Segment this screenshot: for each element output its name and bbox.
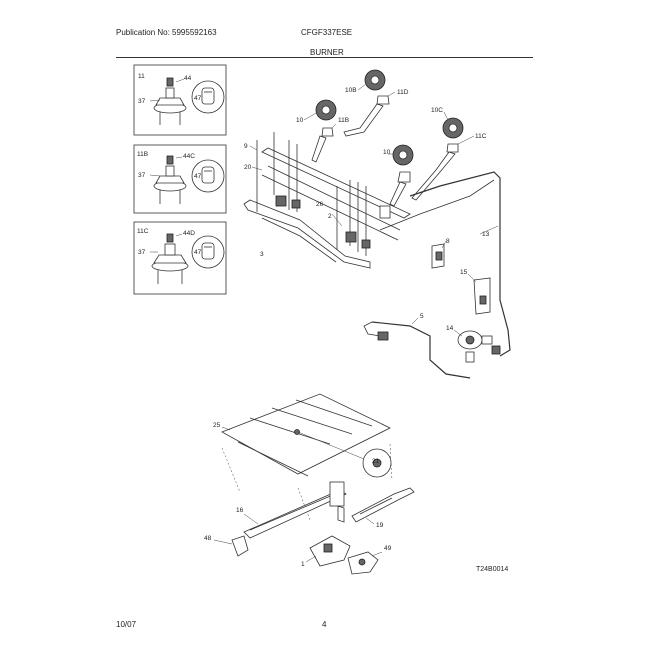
callout-5: 5 xyxy=(420,313,424,320)
callout-21: 21 xyxy=(372,458,380,465)
callout-2: 2 xyxy=(328,213,332,220)
callout-48: 48 xyxy=(204,535,212,542)
callout-14: 14 xyxy=(446,325,454,332)
section-title: BURNER xyxy=(310,48,344,57)
burner-assembly xyxy=(243,69,511,357)
callout-9: 9 xyxy=(244,143,248,150)
callout-20: 20 xyxy=(244,164,252,171)
model-number: CFGF337ESE xyxy=(301,28,353,37)
leader-lines xyxy=(213,83,499,563)
inset-c-label-11c: 11C xyxy=(137,228,149,235)
inset-b-label-11b: 11B xyxy=(137,151,148,158)
footer-date: 10/07 xyxy=(116,620,137,629)
callout-15: 15 xyxy=(460,269,468,276)
inset-a-label-11: 11 xyxy=(138,73,145,80)
inset-c: 11C 44D 37 47 xyxy=(133,221,227,295)
callout-19: 19 xyxy=(376,522,384,529)
publication-number: Publication No: 5995592163 xyxy=(116,28,217,37)
inset-c-label-47: 47 xyxy=(194,249,202,256)
inset-a-label-37: 37 xyxy=(138,98,146,105)
callout-labels: 10B 11D 10C 11C 10 11B 10 9 20 2 26 3 8 … xyxy=(204,87,490,568)
inset-a: 11 44 37 47 xyxy=(133,64,227,136)
callout-13: 13 xyxy=(482,231,490,238)
inset-b-label-37: 37 xyxy=(138,172,146,179)
inset-a-label-44: 44 xyxy=(184,75,192,82)
callout-10b: 10B xyxy=(345,87,357,94)
inset-c-label-44d: 44D xyxy=(183,230,195,237)
inset-c-label-37: 37 xyxy=(138,249,146,256)
page-number: 4 xyxy=(322,620,327,629)
callout-10-left: 10 xyxy=(296,117,304,124)
inset-a-label-47: 47 xyxy=(194,95,202,102)
callout-11c: 11C xyxy=(475,133,487,140)
callout-10-center: 10 xyxy=(383,149,391,156)
callout-25: 25 xyxy=(213,422,221,429)
side-components xyxy=(363,243,501,379)
callout-26: 26 xyxy=(316,201,324,208)
header-rule xyxy=(116,57,533,58)
callout-11d: 11D xyxy=(397,89,409,96)
callout-3: 3 xyxy=(260,251,264,258)
callout-8: 8 xyxy=(446,238,450,245)
inset-b-label-47: 47 xyxy=(194,173,202,180)
inset-b-label-44c: 44C xyxy=(183,153,195,160)
callout-16: 16 xyxy=(236,507,244,514)
callout-10c: 10C xyxy=(431,107,443,114)
callout-1: 1 xyxy=(301,561,305,568)
inset-b: 11B 44C 37 47 xyxy=(133,144,227,214)
figure-id: T24B0014 xyxy=(476,566,509,573)
callout-11b: 11B xyxy=(338,117,349,124)
oven-burner-assembly xyxy=(221,393,415,575)
callout-49: 49 xyxy=(384,545,392,552)
